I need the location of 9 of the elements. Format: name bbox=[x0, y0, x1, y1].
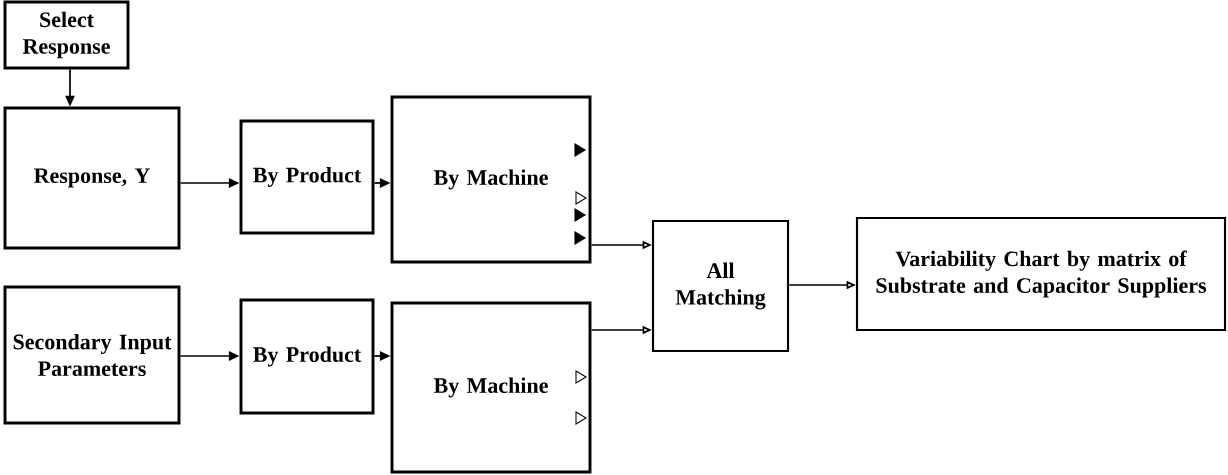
process-box: By Machine bbox=[390, 95, 592, 264]
process-box: By Machine bbox=[390, 301, 592, 474]
process-box: Variability Chart by matrix of Substrate and Capacitor Suppliers bbox=[855, 216, 1227, 332]
process-box: Response, Y bbox=[3, 106, 181, 250]
process-box: By Product bbox=[239, 298, 375, 415]
process-box: By Product bbox=[239, 119, 375, 235]
process-box: All Matching bbox=[651, 219, 790, 353]
process-box: Select Response bbox=[3, 0, 130, 70]
process-box: Secondary Input Parameters bbox=[3, 285, 181, 425]
